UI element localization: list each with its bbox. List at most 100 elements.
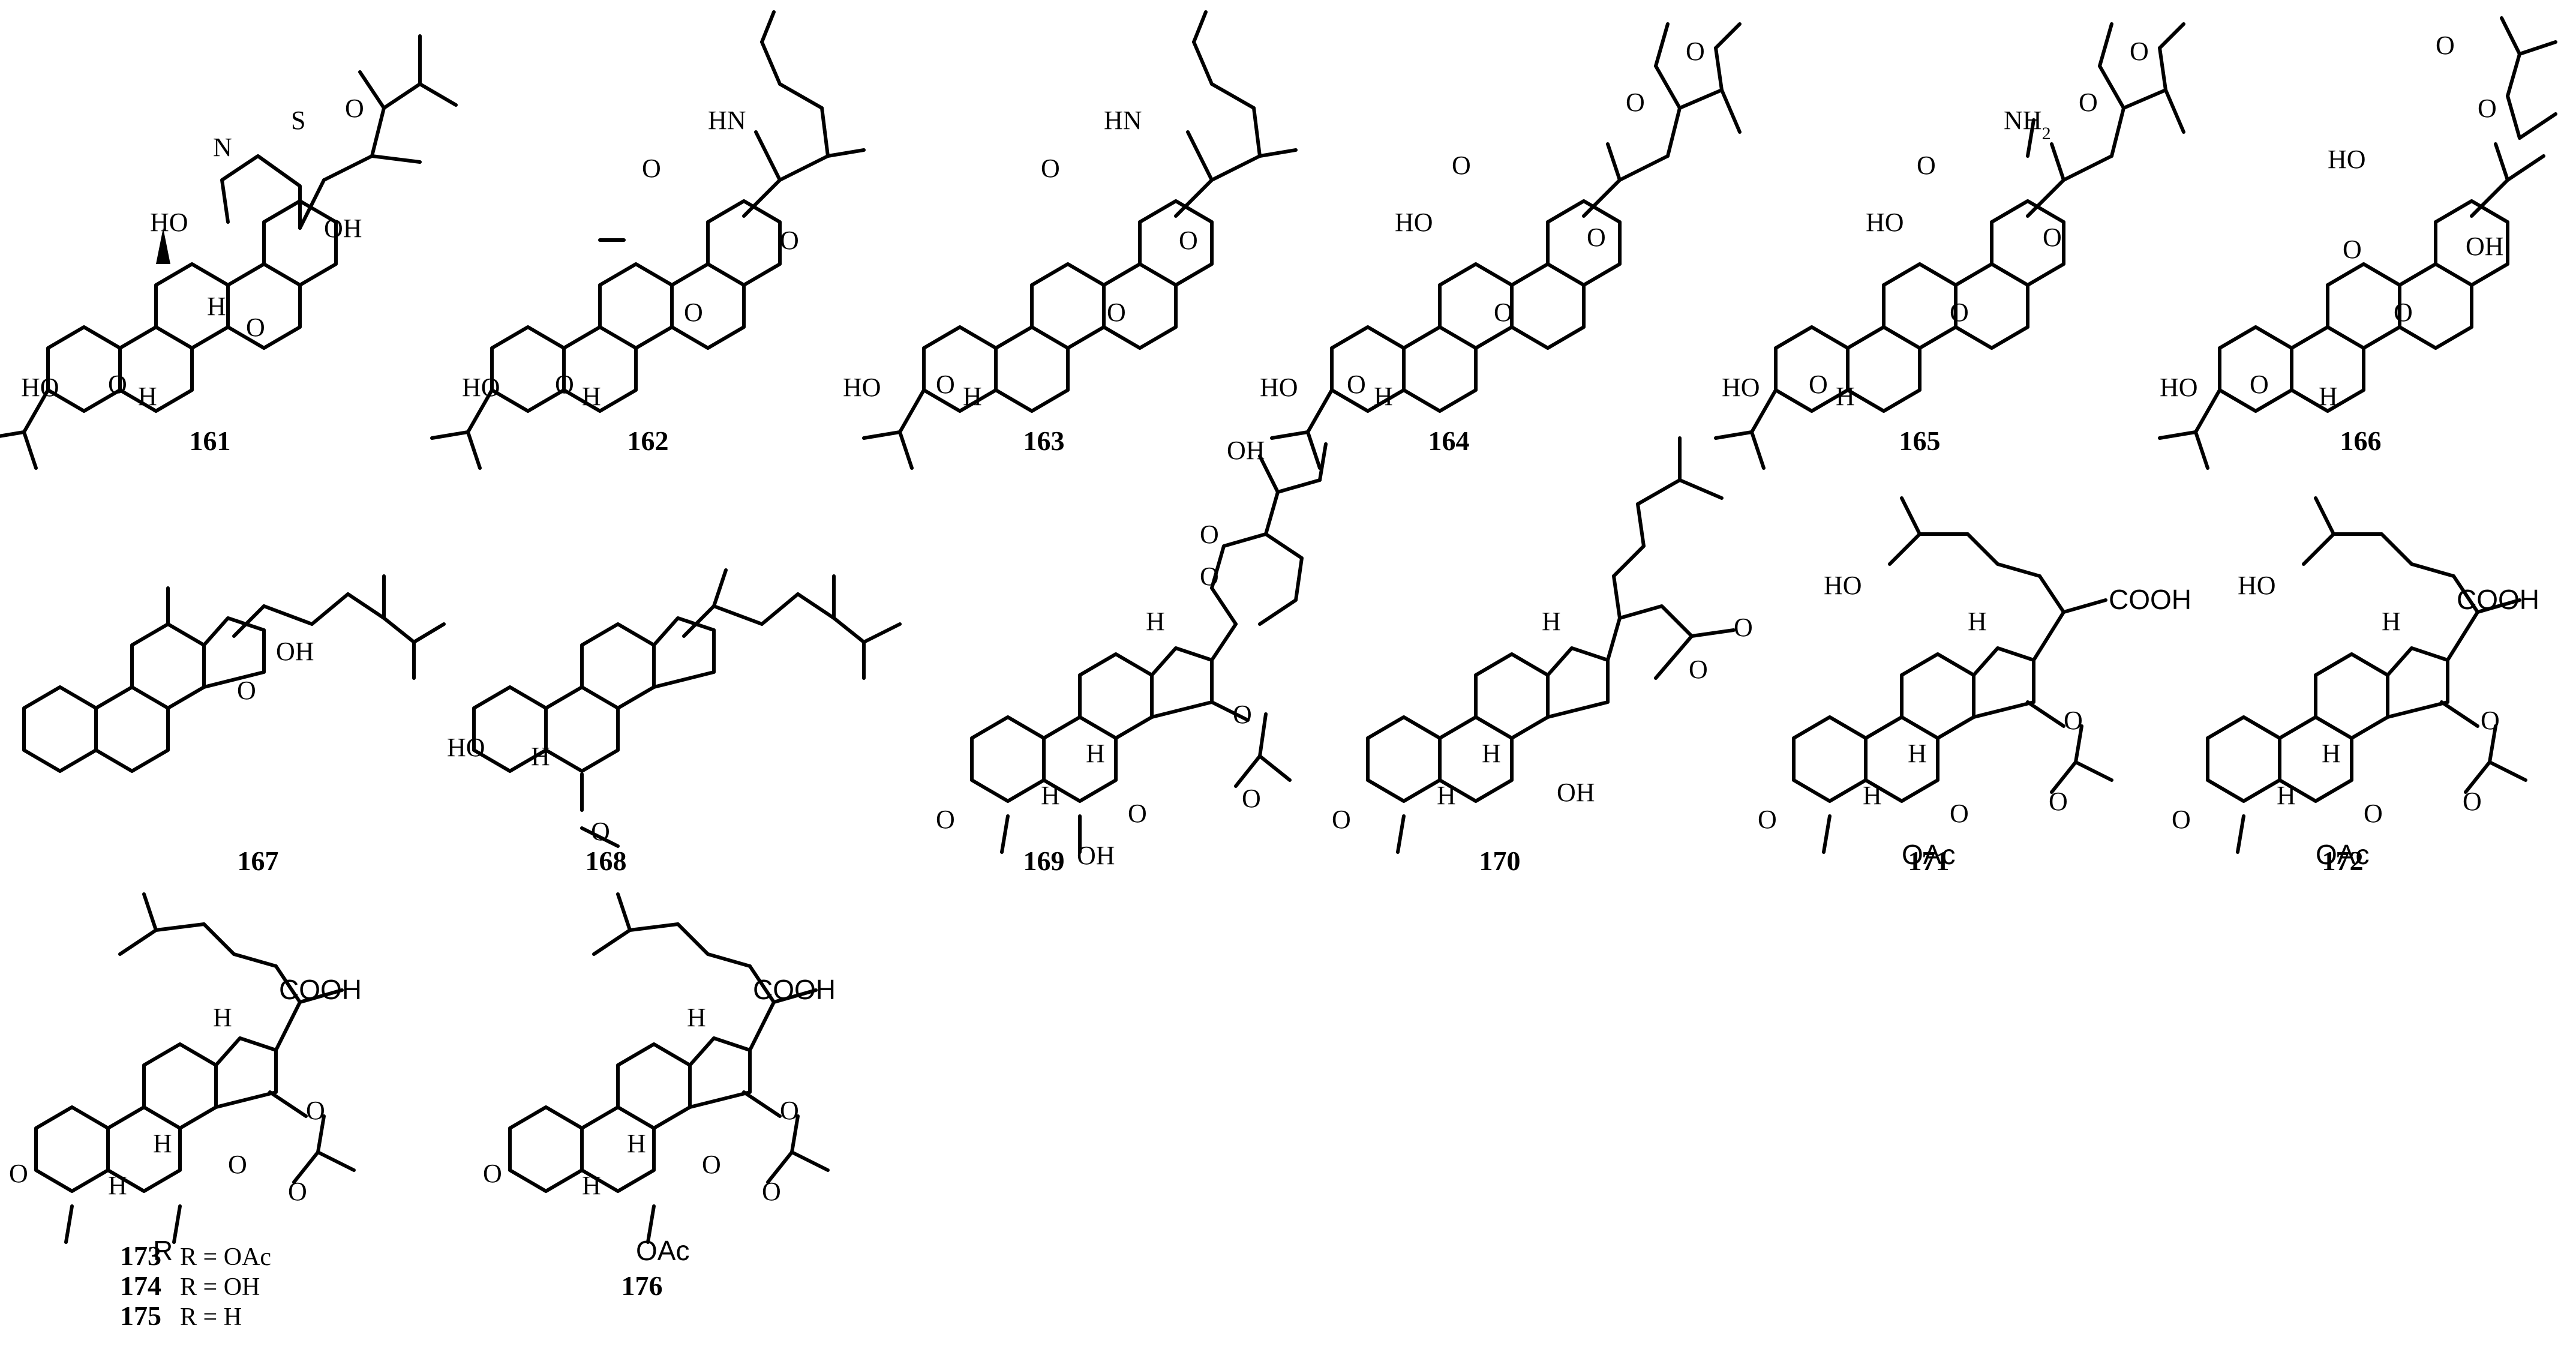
atom-o: O xyxy=(246,313,265,342)
atom-h: H xyxy=(1086,739,1105,768)
atom-h: H xyxy=(1041,781,1060,810)
atom-o: O xyxy=(2481,706,2500,735)
compound-labels: 161 162 163 164 165 166 167 168 169 170 … xyxy=(120,425,2382,1331)
atom-ho: HO xyxy=(843,373,881,402)
atom-o: O xyxy=(684,298,703,327)
atom-h: H xyxy=(1374,382,1393,411)
compound-label: 163 xyxy=(1023,425,1065,456)
structure-170 xyxy=(1368,436,1736,854)
atom-oh: OH xyxy=(1557,778,1595,807)
atom-ho: HO xyxy=(1866,208,1904,237)
structure-171 xyxy=(1794,496,2113,854)
atom-h: H xyxy=(153,1129,172,1158)
compound-label: 166 xyxy=(2340,425,2382,456)
atom-oh: OH xyxy=(2466,232,2504,261)
atom-nh2: NH2 xyxy=(2004,106,2051,143)
structure-162 xyxy=(432,10,866,468)
atom-o: O xyxy=(1041,154,1060,183)
structure-166 xyxy=(2160,16,2557,468)
atom-hn: HN xyxy=(708,106,746,135)
atom-h: H xyxy=(1542,607,1561,636)
structure-172 xyxy=(2208,496,2527,854)
atom-o: O xyxy=(2343,235,2362,264)
atom-ho: HO xyxy=(2328,145,2366,174)
atom-o: O xyxy=(9,1159,28,1188)
atom-oac: OAc xyxy=(2316,839,2369,870)
atom-cooh: COOH xyxy=(279,974,362,1005)
atom-ho: HO xyxy=(447,733,485,762)
atom-h: H xyxy=(2322,739,2341,768)
atom-o: O xyxy=(1686,37,1705,66)
atom-o: O xyxy=(1587,223,1606,252)
atom-o: O xyxy=(1917,151,1936,180)
atom-o: O xyxy=(1950,298,1969,327)
atom-n: N xyxy=(213,133,232,162)
atom-oh: OH xyxy=(1227,436,1265,465)
compound-label: 174 xyxy=(120,1270,161,1301)
atom-h: H xyxy=(138,382,157,411)
atom-o: O xyxy=(591,817,610,846)
atom-r: R xyxy=(153,1235,173,1266)
atom-h: H xyxy=(963,382,982,411)
atom-h: H xyxy=(1482,739,1501,768)
structure-167 xyxy=(24,574,446,771)
atom-o: O xyxy=(1242,784,1261,813)
atom-o: O xyxy=(2478,94,2497,123)
atom-o: O xyxy=(1179,226,1198,255)
atom-o: O xyxy=(2043,223,2062,252)
atom-h: H xyxy=(2382,607,2401,636)
atom-o: O xyxy=(306,1096,325,1125)
atom-o: O xyxy=(762,1177,781,1206)
atom-o: O xyxy=(1950,799,1969,828)
atom-oac: OAc xyxy=(1902,839,1955,870)
compound-label: 171 xyxy=(1908,846,1950,876)
structure-164 xyxy=(1272,22,1742,468)
atom-o: O xyxy=(936,805,955,834)
structure-176 xyxy=(510,892,830,1244)
compound-label: 175 xyxy=(120,1300,161,1331)
atom-o: O xyxy=(2130,37,2149,66)
atom-o: O xyxy=(1233,700,1252,729)
atom-o: O xyxy=(1107,298,1126,327)
atom-o: O xyxy=(1200,562,1219,591)
atom-oh: OH xyxy=(1077,841,1115,870)
atom-o: O xyxy=(288,1177,307,1206)
atom-o: O xyxy=(1734,613,1753,642)
atom-cooh: COOH xyxy=(2109,584,2191,615)
atom-h: H xyxy=(531,742,550,771)
atom-o: O xyxy=(2172,805,2191,834)
atom-ho: HO xyxy=(2238,571,2276,600)
atom-o: O xyxy=(936,370,955,399)
atom-oh: OH xyxy=(276,637,314,666)
atom-o: O xyxy=(1689,655,1708,684)
atom-o: O xyxy=(2049,787,2068,816)
atom-o: O xyxy=(780,226,799,255)
atom-h: H xyxy=(1836,382,1855,411)
atom-cooh: COOH xyxy=(753,974,836,1005)
compound-label: 170 xyxy=(1479,846,1521,876)
atom-ho: HO xyxy=(462,373,500,402)
atom-o: O xyxy=(1758,805,1777,834)
atom-oh: OH xyxy=(324,214,362,243)
atom-o: O xyxy=(2394,298,2413,327)
atom-o: O xyxy=(780,1096,799,1125)
atom-o: O xyxy=(108,370,127,399)
atom-o: O xyxy=(2079,88,2098,117)
atom-ho: HO xyxy=(150,208,188,237)
atom-cooh: COOH xyxy=(2457,584,2539,615)
compound-label: 173 xyxy=(120,1240,161,1271)
atom-h: H xyxy=(582,1171,601,1200)
compound-label: 172 xyxy=(2322,846,2364,876)
structure-168 xyxy=(474,568,902,848)
atom-ho: HO xyxy=(1722,373,1760,402)
structure-163 xyxy=(864,10,1298,468)
structure-169 xyxy=(972,442,1328,854)
atom-o: O xyxy=(1332,805,1351,834)
atom-ho: HO xyxy=(1824,571,1862,600)
compound-label: 162 xyxy=(628,425,669,456)
atom-o: O xyxy=(1200,520,1219,549)
compound-label: 165 xyxy=(1899,425,1941,456)
atom-o: O xyxy=(702,1150,721,1179)
atom-o: O xyxy=(228,1150,247,1179)
atom-h: H xyxy=(2319,382,2338,411)
